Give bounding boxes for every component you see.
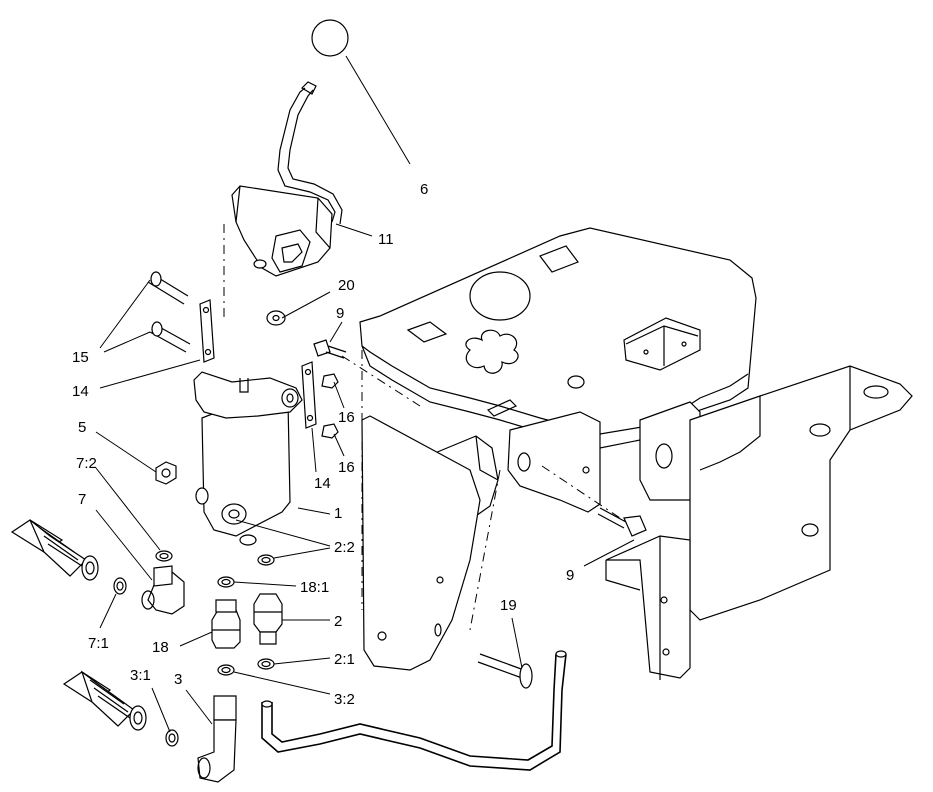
mount-hole-top [863, 385, 889, 399]
lever-shaft-inner [287, 89, 343, 225]
callout-9-upper: 9 [336, 305, 344, 322]
bracket-body [231, 185, 333, 277]
lower-pedestal-plate [361, 415, 481, 671]
fitting-18 [211, 599, 241, 649]
callout-16-lower: 16 [338, 459, 355, 476]
callout-15: 15 [72, 349, 89, 366]
hose-7 [10, 519, 99, 581]
callout-7-2: 7:2 [76, 455, 97, 472]
nuts-16 [321, 373, 339, 439]
lever-knob [311, 19, 349, 57]
mount-hole-low [801, 523, 819, 537]
callout-1: 1 [334, 505, 342, 522]
cutout-slot [486, 399, 518, 417]
guide-line-screw9-upper [341, 355, 421, 407]
tube-outer [261, 653, 567, 771]
o-ring-3-2 [217, 664, 235, 676]
pin-19 [477, 653, 533, 689]
bolts-15 [147, 271, 191, 353]
strap-14-right [301, 361, 317, 429]
guide-line-screw9-lower [541, 465, 627, 523]
lever-bracket [231, 185, 333, 277]
o-ring-7-1 [113, 577, 127, 595]
valve-spool-end [281, 388, 299, 408]
strap-14-left [199, 299, 215, 363]
top-plate-lower-edge [361, 345, 749, 435]
callout-19: 19 [500, 597, 517, 614]
valve-port-front [221, 503, 247, 525]
center-bracket [507, 411, 601, 513]
valve-port-bottom [239, 534, 257, 546]
o-rings [113, 550, 275, 747]
hydraulic-tube [261, 650, 567, 771]
straps-14 [199, 299, 317, 429]
right-mounting-bracket [689, 365, 913, 621]
mount-hole-mid [809, 423, 831, 437]
callout-3-1: 3:1 [130, 667, 151, 684]
bracket-slot [281, 243, 303, 263]
tube-inner [271, 653, 557, 761]
valve-port-side [195, 487, 209, 505]
cutout-square-top [539, 245, 579, 273]
callout-3: 3 [174, 671, 182, 688]
guide-line-pin19 [469, 469, 501, 631]
callout-14-left: 14 [72, 383, 89, 400]
elbow-fitting-7 [141, 565, 185, 615]
valve-body [193, 371, 303, 546]
callout-6: 6 [420, 181, 428, 198]
callout-18: 18 [152, 639, 169, 656]
bolt-15-lower-head [151, 321, 163, 337]
o-ring-3-1 [165, 729, 179, 747]
bolt-15-upper-head [150, 271, 162, 287]
fitting-3 [197, 695, 237, 783]
callout-16-upper: 16 [338, 409, 355, 426]
cutout-oval [567, 375, 585, 389]
callout-14-lower: 14 [314, 475, 331, 492]
bracket-slot-plate [271, 229, 311, 273]
lever-shaft-outer [277, 87, 336, 223]
cutout-cross [465, 329, 519, 374]
plug-5 [155, 461, 177, 485]
callout-18-1: 18:1 [300, 579, 329, 596]
callout-7: 7 [78, 491, 86, 508]
callout-2: 2 [334, 613, 342, 630]
bracket-edges [235, 185, 331, 249]
callout-labels: 6 11 20 9 15 14 16 16 14 5 1 7:2 7 2:2 1… [72, 181, 574, 708]
callout-11: 11 [378, 231, 394, 248]
callout-2-1: 2:1 [334, 651, 355, 668]
lower-tab-edge [605, 536, 661, 680]
callout-9-lower: 9 [566, 567, 574, 584]
o-ring-2-2 [257, 554, 275, 566]
o-ring-18-1 [217, 576, 235, 588]
callout-3-2: 3:2 [334, 691, 355, 708]
cutout-round [469, 271, 531, 321]
lower-tab [605, 535, 691, 679]
callout-5: 5 [78, 419, 86, 436]
callout-2-2: 2:2 [334, 539, 355, 556]
washer-20 [266, 310, 286, 326]
lever-tip [301, 81, 317, 95]
screw-9-upper [313, 339, 347, 359]
screw-9-lower [597, 507, 647, 537]
right-bracket-edges [699, 366, 851, 471]
o-ring-2-1 [257, 658, 275, 670]
callout-7-1: 7:1 [88, 635, 109, 652]
callout-20: 20 [338, 277, 355, 294]
fitting-2 [253, 593, 283, 645]
leader-lines [95, 55, 635, 733]
cutout-square-left [406, 321, 448, 343]
control-lever [277, 19, 349, 225]
o-ring-7-2 [155, 550, 173, 562]
valve-spool-housing [193, 371, 303, 419]
mounting-frame [223, 224, 913, 680]
bracket-pivot [253, 259, 267, 269]
hose-3 [62, 670, 147, 731]
